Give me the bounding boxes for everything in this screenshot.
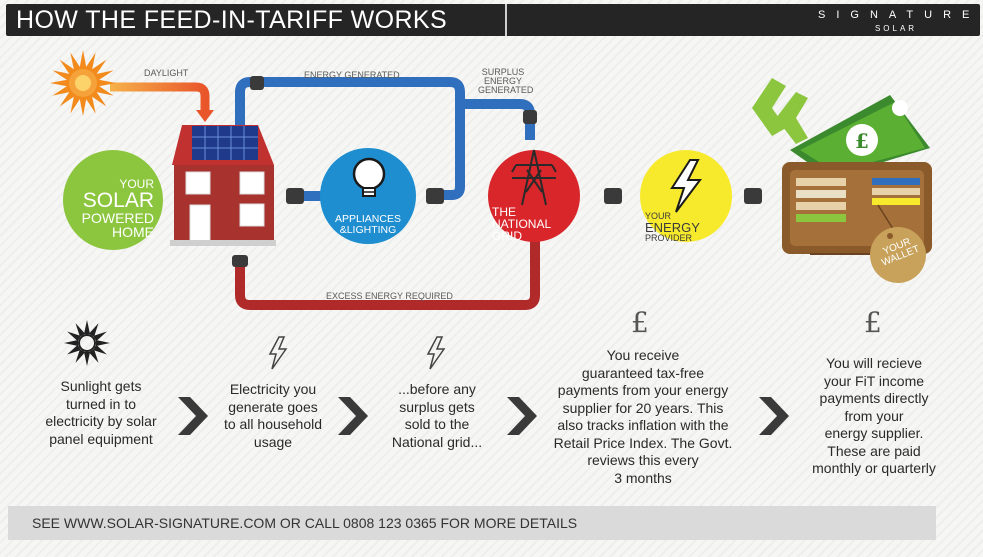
step-line: to all household (223, 416, 323, 432)
step-line: You receive (606, 347, 680, 363)
header-bar: HOW THE FEED-IN-TARIFF WORKS SIGNATURE S… (6, 4, 980, 36)
surplus-label-line: GENERATED (478, 85, 534, 95)
step-1-text: Sunlight gets turned in to electricity b… (26, 378, 176, 448)
step-line: guaranteed tax-free (581, 364, 705, 381)
step-line: sold to the (404, 416, 470, 432)
step-line: You will recieve (826, 355, 922, 371)
pipe-connector (286, 188, 304, 204)
lightning-bolt-icon (426, 336, 446, 370)
step-line: payments directly (819, 390, 929, 406)
sun-outline-icon (64, 320, 110, 366)
step-line: payments from your energy (557, 382, 729, 398)
step-line: 3 months (614, 469, 672, 486)
pipe-connector (426, 188, 444, 204)
step-line: ...before any (398, 381, 476, 397)
excess-energy-pipe (235, 240, 540, 310)
footer-contact-text[interactable]: SEE WWW.SOLAR-SIGNATURE.COM OR CALL 0808… (32, 515, 578, 531)
grid-label-line: THE (492, 205, 516, 219)
grid-label-line: NATIONAL (492, 217, 552, 231)
step-line: electricity by solar (45, 413, 157, 429)
grid-label-line: GRID (492, 229, 522, 243)
home-label-line: YOUR (119, 177, 154, 191)
surplus-label-line: SURPLUS (481, 67, 525, 77)
step-line: monthly or quarterly (812, 460, 936, 476)
house-icon (170, 125, 276, 246)
step-3-text: ...before any surplus gets sold to the N… (370, 381, 504, 451)
chevron-decoration (752, 78, 808, 144)
step-line: supplier for 20 years. This (562, 399, 724, 416)
home-label-line: HOME (112, 224, 154, 240)
step-line: reviews this every (587, 452, 699, 468)
brand-logo-name: SIGNATURE (818, 9, 981, 21)
step-line: energy supplier. (824, 425, 924, 441)
step-line: your FiT income (823, 372, 925, 389)
step-line: also tracks inflation with the (557, 417, 729, 433)
step-line: usage (253, 433, 293, 450)
lightbulb-icon (352, 157, 386, 197)
step-line: panel equipment (49, 430, 153, 447)
step-4-text: You receive guaranteed tax-free payments… (545, 347, 741, 487)
provider-label-line: PROVIDER (645, 233, 693, 243)
step-line: turned in to (65, 395, 137, 412)
step-line: Sunlight gets (60, 378, 142, 394)
step-line: generate goes (228, 398, 318, 415)
surplus-energy-label: SURPLUS ENERGY GENERATED (478, 67, 534, 95)
step-line: Electricity you (229, 381, 317, 397)
brand-logo-sub: SOLAR (874, 24, 918, 33)
wallet-icon: £ (782, 95, 932, 283)
chevron-right-icon (178, 397, 208, 435)
grid-node (488, 150, 580, 242)
provider-label-line: YOUR (645, 211, 672, 221)
chevron-right-icon (507, 397, 537, 435)
pipe-connector (604, 188, 622, 204)
pound-icon: £ (864, 306, 882, 339)
step-line: Retail Price Index. The Govt. (553, 434, 733, 451)
lightning-bolt-icon (268, 336, 288, 370)
home-node-label: YOUR SOLAR POWERED HOME (66, 178, 154, 239)
pound-icon: £ (631, 306, 649, 339)
svg-text:£: £ (855, 129, 869, 153)
lightning-bolt-icon (670, 159, 702, 213)
header-divider (505, 4, 507, 36)
step-5-text: You will recieve your FiT income payment… (795, 355, 953, 478)
surplus-label-line: ENERGY (483, 76, 522, 86)
provider-node-label: YOUR ENERGY PROVIDER (645, 212, 725, 243)
home-node (63, 150, 163, 250)
excess-energy-label: EXCESS ENERGY REQUIRED (326, 291, 453, 301)
pipe-connector (250, 76, 264, 90)
daylight-label: DAYLIGHT (144, 68, 189, 78)
footer-bar: SEE WWW.SOLAR-SIGNATURE.COM OR CALL 0808… (8, 506, 936, 540)
daylight-flow (110, 82, 210, 112)
appliances-label-line: APPLIANCES (335, 213, 401, 225)
pipe-connector (523, 110, 537, 124)
step-2-text: Electricity you generate goes to all hou… (205, 381, 341, 451)
energy-generated-label: ENERGY GENERATED (304, 70, 400, 80)
daylight-arrowhead (196, 110, 214, 122)
page-title: HOW THE FEED-IN-TARIFF WORKS (16, 6, 448, 34)
appliances-node-label: APPLIANCES &LIGHTING (328, 214, 408, 235)
home-label-line: POWERED (81, 210, 154, 226)
provider-label-line: ENERGY (645, 220, 700, 235)
sun-icon (50, 50, 116, 116)
pylon-icon (511, 149, 557, 206)
grid-node-label: THE NATIONAL GRID (492, 206, 572, 242)
chevron-right-icon (759, 397, 789, 435)
step-line: These are paid (827, 442, 921, 459)
surplus-energy-pipe (460, 99, 535, 140)
energy-generated-pipe (235, 77, 465, 200)
step-line: from your (844, 407, 904, 424)
pipe-connector (744, 188, 762, 204)
chevron-right-icon (338, 397, 368, 435)
appliances-label-line: &LIGHTING (339, 223, 397, 236)
home-label-line: SOLAR (82, 189, 154, 212)
step-line: surplus gets (399, 398, 475, 415)
pipe-connector (232, 255, 248, 267)
step-line: National grid... (391, 433, 483, 450)
